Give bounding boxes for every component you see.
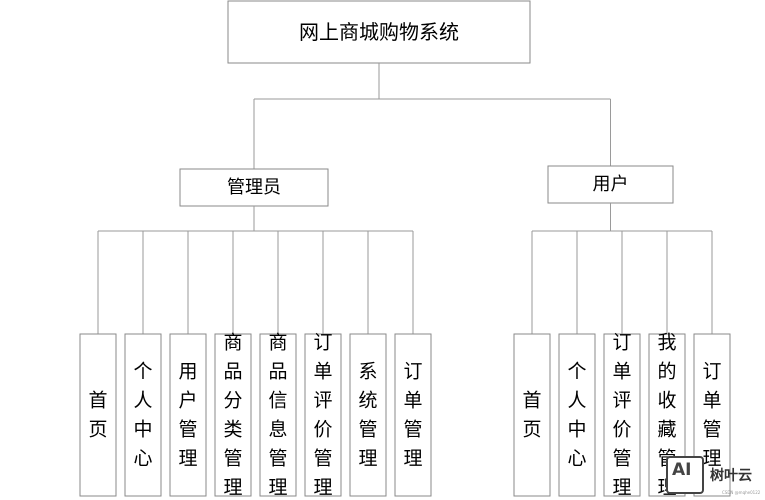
leaf-label-char: 首: [522, 390, 541, 412]
leaf-label-char: 中: [133, 419, 152, 441]
leaf-label-char: 评: [313, 390, 332, 412]
leaf-label: 首页: [88, 390, 107, 441]
leaf-label-char: 管: [612, 448, 631, 470]
leaf-label-char: 价: [612, 419, 631, 441]
leaf-label-char: 类: [223, 419, 242, 441]
leaf-label-char: 页: [88, 419, 107, 441]
leaf-label-char: 单: [403, 390, 422, 412]
leaf-label-char: 管: [178, 419, 197, 441]
leaf-label-char: 息: [268, 419, 287, 441]
leaf-label-char: 商: [223, 332, 242, 354]
leaf-box: [79, 333, 117, 497]
leaf-box: [169, 333, 207, 497]
watermark-name: 树叶云: [710, 468, 752, 484]
leaf-box: [259, 333, 297, 497]
leaf-label-char: 心: [567, 448, 586, 470]
leaf-label-char: 个: [133, 361, 152, 383]
leaf-label-char: 理: [403, 448, 422, 470]
leaf-box: [513, 333, 551, 497]
leaf-label-char: 人: [133, 390, 152, 412]
group-box: [547, 165, 674, 204]
leaf-label-char: 品: [268, 361, 287, 383]
leaf-label-char: 管: [313, 448, 332, 470]
leaf-box: [558, 333, 596, 497]
leaf-label-char: 我: [657, 332, 676, 354]
leaf-label-char: 首: [88, 390, 107, 412]
root-label: 网上商城购物系统: [299, 20, 459, 44]
leaf-label-char: 单: [612, 361, 631, 383]
leaf-label-char: 理: [223, 477, 242, 499]
leaf-label-char: 系: [358, 361, 377, 383]
leaf-label-char: 订: [313, 332, 332, 354]
leaf-label-char: 理: [358, 448, 377, 470]
watermark-credit: CSDN @mqhe0122: [722, 490, 761, 495]
leaf-label: 首页: [522, 390, 541, 441]
leaf-label-char: 管: [403, 419, 422, 441]
leaf-label-char: 理: [268, 477, 287, 499]
leaf-label-char: 个: [567, 361, 586, 383]
leaf-box: [304, 333, 342, 497]
leaf-label-char: 品: [223, 361, 242, 383]
leaf-label-char: 单: [702, 390, 721, 412]
leaf-label-char: 信: [268, 390, 287, 412]
group-label: 管理员: [227, 177, 281, 198]
leaf-label-char: 页: [522, 419, 541, 441]
group-label: 用户: [593, 174, 629, 195]
leaf-label-char: 心: [133, 448, 152, 470]
leaf-label-char: 的: [657, 361, 676, 383]
leaf-box: [214, 333, 252, 497]
leaf-label-char: 藏: [657, 419, 676, 441]
leaf-label-char: 订: [612, 332, 631, 354]
watermark-logo-icon: AI: [666, 456, 704, 494]
leaf-label-char: 统: [358, 390, 377, 412]
leaf-label-char: 理: [612, 477, 631, 499]
leaf-label-char: 管: [702, 419, 721, 441]
leaf-box: [124, 333, 162, 497]
leaf-label-char: 户: [178, 390, 197, 412]
leaf-label-char: 价: [313, 419, 332, 441]
leaf-label-char: 评: [612, 390, 631, 412]
leaf-box: [349, 333, 387, 497]
leaf-label-char: 管: [358, 419, 377, 441]
leaf-label-char: 商: [268, 332, 287, 354]
leaf-label-char: 用: [178, 361, 197, 383]
leaf-label-char: 订: [403, 361, 422, 383]
root-box: [227, 0, 531, 64]
leaf-box: [603, 333, 641, 497]
leaf-label-char: 理: [702, 448, 721, 470]
group-box: [179, 168, 329, 207]
leaf-label-char: 管: [268, 448, 287, 470]
leaf-label-char: 理: [313, 477, 332, 499]
leaf-label-char: 收: [657, 390, 676, 412]
leaf-label-char: 单: [313, 361, 332, 383]
leaf-label-char: 中: [567, 419, 586, 441]
leaf-label-char: 订: [702, 361, 721, 383]
leaf-box: [394, 333, 432, 497]
leaf-label-char: 人: [567, 390, 586, 412]
leaf-label-char: 理: [178, 448, 197, 470]
leaf-label-char: 分: [223, 390, 242, 412]
leaf-label-char: 管: [223, 448, 242, 470]
